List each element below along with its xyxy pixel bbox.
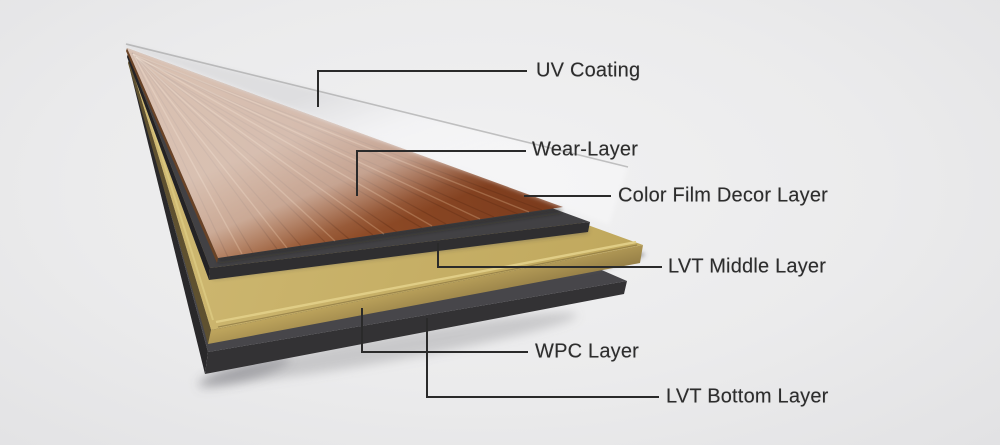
label-uv-coating: UV Coating (536, 59, 641, 82)
label-wpc-layer: WPC Layer (535, 340, 640, 363)
leader-line-lvt-bottom-layer (426, 318, 659, 398)
leader-line-uv-coating (317, 70, 527, 107)
label-color-film-decor-layer: Color Film Decor Layer (618, 184, 829, 207)
uv-coating-sheet (125, 43, 629, 225)
label-lvt-bottom-layer: LVT Bottom Layer (666, 385, 829, 408)
leader-line-lvt-middle-layer (437, 243, 662, 268)
wood-plank-shadow (217, 207, 562, 263)
label-wear-layer: Wear-Layer (532, 138, 639, 161)
drop-shadow (197, 312, 578, 388)
leader-line-wpc-layer (361, 308, 528, 353)
leader-line-wear-layer (356, 150, 526, 196)
color-film-decor-layer (126, 48, 563, 263)
label-lvt-middle-layer: LVT Middle Layer (668, 255, 827, 278)
wear-layer-haze (127, 48, 563, 258)
